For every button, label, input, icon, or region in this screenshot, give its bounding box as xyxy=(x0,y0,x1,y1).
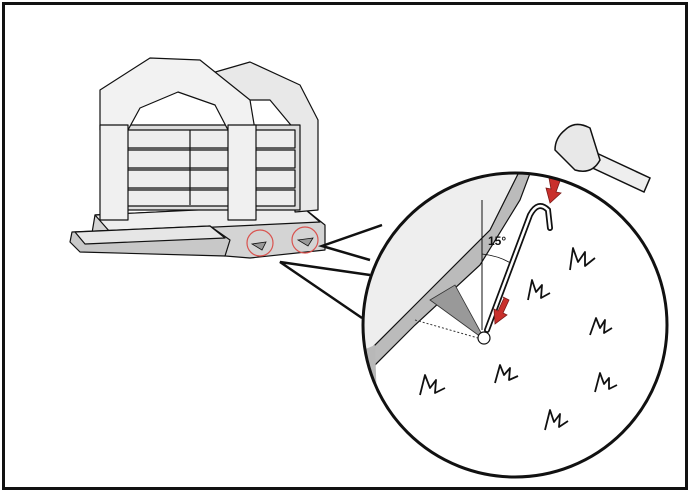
ground-stake xyxy=(484,203,553,333)
magnified-detail xyxy=(361,171,669,479)
hammer-icon xyxy=(554,123,651,194)
angle-label: 15° xyxy=(488,234,506,248)
anchor-ring xyxy=(477,331,491,345)
bouncy-castle xyxy=(69,57,326,259)
anchor-point-highlight xyxy=(291,226,319,254)
anchor-point-highlight xyxy=(246,229,274,257)
callout-pointer xyxy=(279,223,383,320)
arrow-icon xyxy=(493,177,562,325)
grass-icon xyxy=(419,247,618,431)
